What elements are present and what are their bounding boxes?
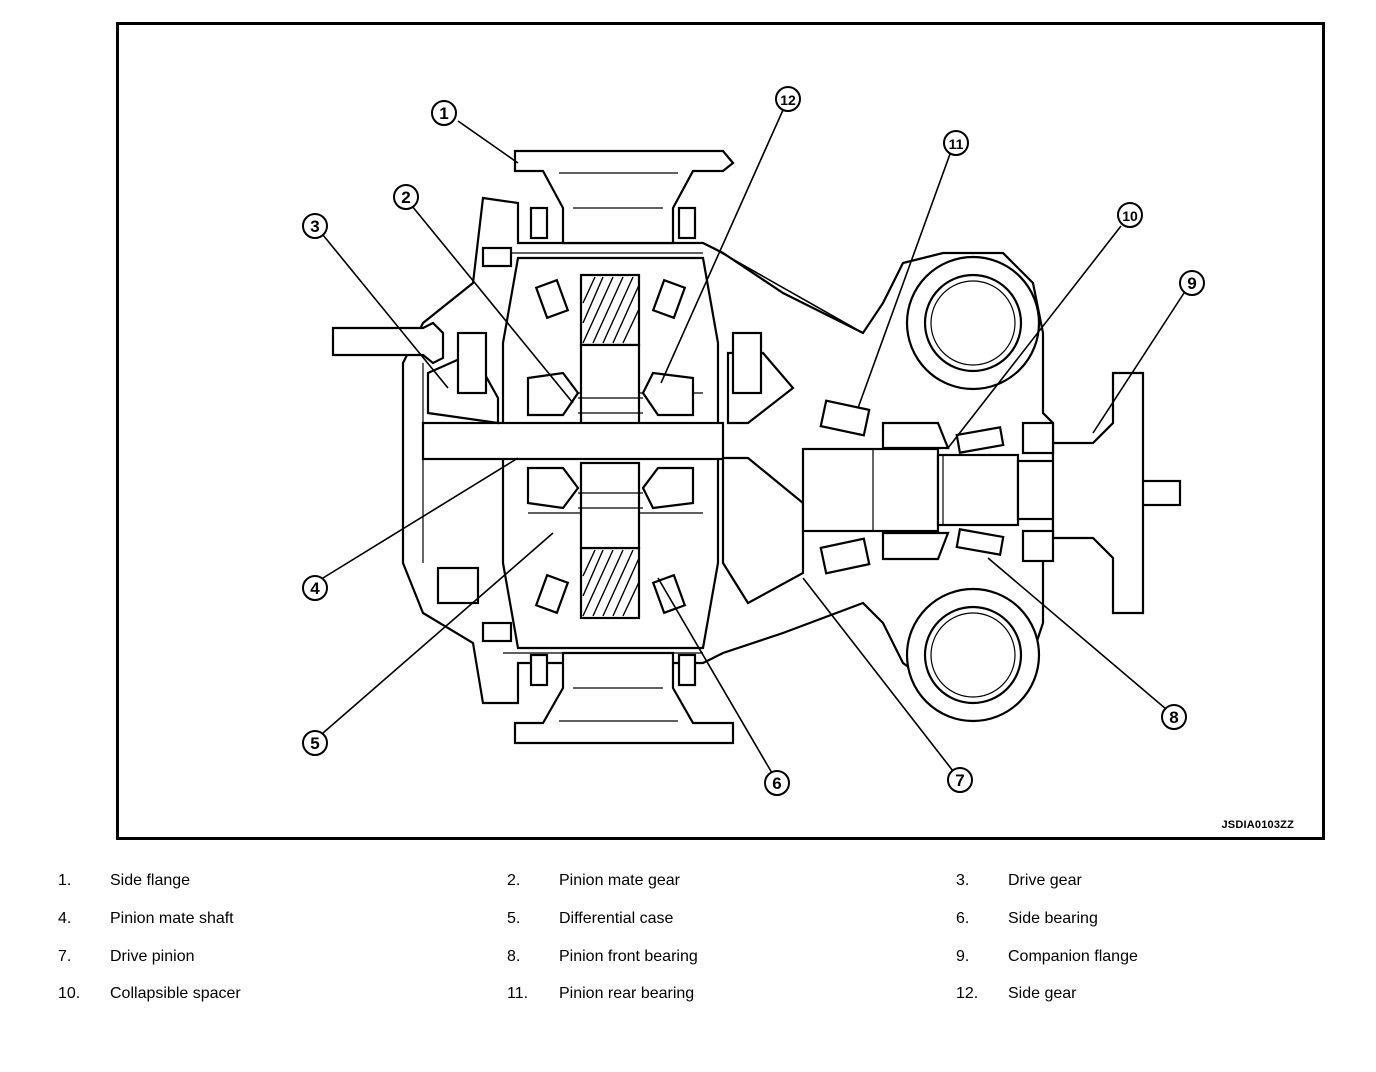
callout-3: 3 [302,213,328,239]
legend-label: Collapsible spacer [110,985,241,1002]
legend-label: Pinion front bearing [559,948,698,965]
svg-text:6: 6 [772,774,781,793]
pinion-mate-gear-lower-left [526,466,580,510]
legend-label: Companion flange [1008,948,1138,965]
legend-number: 12. [956,985,979,1002]
legend-label: Drive pinion [110,948,195,965]
legend-number: 4. [58,910,72,927]
legend-label: Side gear [1008,985,1077,1002]
svg-text:11: 11 [949,136,964,152]
svg-text:5: 5 [310,734,319,753]
callout-11: 11 [943,130,969,156]
svg-text:10: 10 [1122,208,1138,224]
callout-1: 1 [431,100,457,126]
pinion-mate-gear-lower-right [641,466,695,510]
pinion-front-bearing [955,426,1005,556]
companion-flange [1021,371,1145,615]
legend-label: Pinion rear bearing [559,985,695,1002]
drive-gear [426,246,805,643]
legend-number: 7. [58,948,72,965]
bolt-left [331,321,445,365]
svg-text:2: 2 [401,188,410,207]
callout-6: 6 [764,770,790,796]
axle-tube-top [905,255,1041,391]
legend-label: Pinion mate shaft [110,910,234,927]
svg-text:3: 3 [310,217,319,236]
side-flange-bottom [513,651,735,745]
legend-number: 9. [956,948,970,965]
svg-text:4: 4 [310,579,320,598]
legend-label: Drive gear [1008,872,1082,889]
svg-text:8: 8 [1169,708,1178,727]
side-gear-lower [578,461,643,620]
legend-number: 1. [58,872,72,889]
legend-number: 5. [507,910,521,927]
pinion-rear-bearing [819,399,871,575]
legend-number: 3. [956,872,970,889]
axle-tube-bottom [905,587,1041,723]
legend-label: Differential case [559,910,674,927]
svg-text:12: 12 [780,92,796,108]
callout-7: 7 [947,767,973,793]
legend-number: 6. [956,910,970,927]
callout-4: 4 [302,575,328,601]
callout-5: 5 [302,730,328,756]
side-gear-upper [578,273,643,437]
callout-9: 9 [1179,270,1205,296]
diagram-frame: 1 2 3 4 5 6 7 8 [116,22,1325,840]
legend-number: 8. [507,948,521,965]
figure-code: JSDIA0103ZZ [1221,819,1294,831]
svg-text:7: 7 [955,771,964,790]
legend-number: 10. [58,985,81,1002]
legend-label: Pinion mate gear [559,872,680,889]
svg-text:9: 9 [1187,274,1196,293]
legend-number: 11. [507,985,529,1002]
callout-10: 10 [1117,202,1143,228]
callout-8: 8 [1161,704,1187,730]
svg-text:1: 1 [439,104,448,123]
legend-label: Side flange [110,872,191,889]
legend-number: 2. [507,872,521,889]
pinion-mate-gear-upper-right [641,371,695,417]
callout-12: 12 [775,86,801,112]
pinion-mate-gear-upper-left [526,371,580,417]
differential-cross-section: 1 2 3 4 5 6 7 8 [302,86,1205,796]
side-flange-top [513,149,735,245]
pinion-mate-shaft [421,421,725,461]
callout-2: 2 [393,184,419,210]
leader-lines [322,109,1185,774]
legend-label: Side bearing [1008,910,1098,927]
